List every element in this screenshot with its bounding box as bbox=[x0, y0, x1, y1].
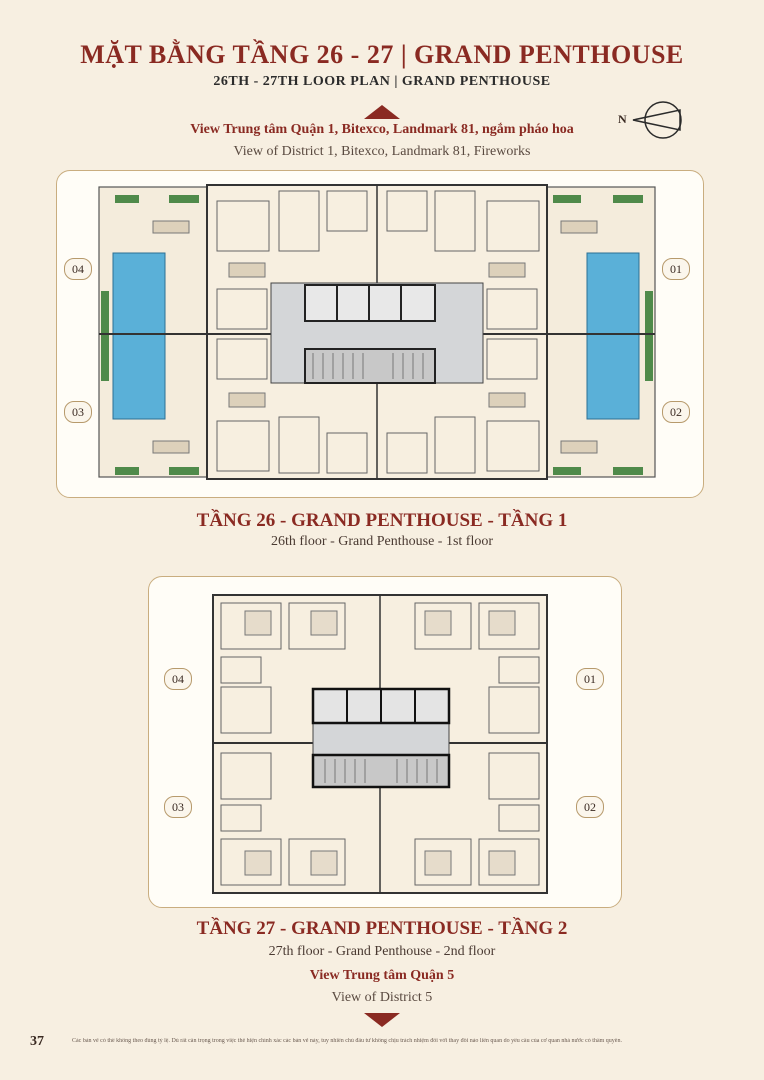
floor27-unit-03-label: 03 bbox=[164, 796, 192, 818]
floor26-plan-drawing bbox=[98, 184, 656, 480]
page-number: 37 bbox=[30, 1034, 44, 1049]
floor26-title: TẦNG 26 - GRAND PENTHOUSE - TẦNG 1 bbox=[196, 510, 568, 531]
floor27-subtitle: 27th floor - Grand Penthouse - 2nd floor bbox=[268, 944, 496, 959]
page-title: MẶT BẰNG TẦNG 26 - 27 | GRAND PENTHOUSE bbox=[80, 40, 684, 69]
floor26-unit-04-label: 04 bbox=[64, 258, 92, 280]
north-label: N bbox=[618, 112, 627, 126]
floor27-unit-02-label: 02 bbox=[576, 796, 604, 818]
view-up-arrow-icon bbox=[364, 105, 400, 119]
page-subtitle: 26TH - 27TH LOOR PLAN | GRAND PENTHOUSE bbox=[213, 74, 551, 89]
view-bottom-vi: View Trung tâm Quận 5 bbox=[309, 968, 455, 983]
view-top-en: View of District 1, Bitexco, Landmark 81… bbox=[233, 144, 531, 159]
floor26-subtitle: 26th floor - Grand Penthouse - 1st floor bbox=[270, 534, 494, 549]
floor27-title: TẦNG 27 - GRAND PENTHOUSE - TẦNG 2 bbox=[196, 918, 568, 939]
floor27-plan-drawing bbox=[212, 594, 548, 894]
floor27-plan-panel bbox=[148, 576, 622, 908]
view-top-vi: View Trung tâm Quận 1, Bitexco, Landmark… bbox=[190, 122, 574, 137]
floor26-unit-02-label: 02 bbox=[662, 401, 690, 423]
view-down-arrow-icon bbox=[364, 1013, 400, 1027]
view-bottom-en: View of District 5 bbox=[331, 990, 433, 1005]
floor26-unit-03-label: 03 bbox=[64, 401, 92, 423]
disclaimer: Các bản vẽ có thể không theo đúng tỷ lệ.… bbox=[72, 1038, 622, 1044]
floor27-unit-01-label: 01 bbox=[576, 668, 604, 690]
compass-icon bbox=[632, 101, 682, 139]
floor26-unit-01-label: 01 bbox=[662, 258, 690, 280]
floor26-plan-panel bbox=[56, 170, 704, 498]
floor27-unit-04-label: 04 bbox=[164, 668, 192, 690]
